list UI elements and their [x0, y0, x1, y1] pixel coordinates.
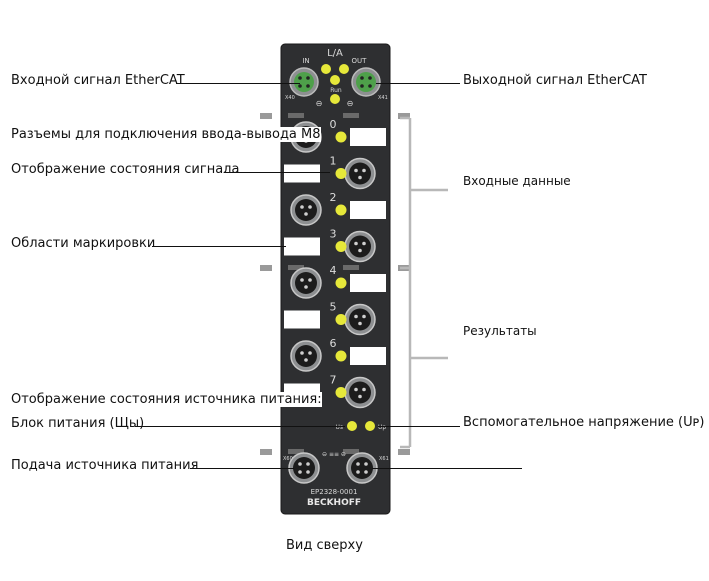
device-x40-label: X40 [285, 95, 295, 101]
device-in-label: IN [302, 57, 309, 65]
label-inputs: Входные данные [463, 174, 571, 188]
device-up-label: Up [378, 424, 386, 431]
label-ethercat-in: Входной сигнал EtherCAT [11, 73, 185, 88]
channel-number-5: 5 [330, 301, 337, 314]
status-led-0 [335, 131, 347, 143]
channel-number-6: 6 [330, 337, 337, 350]
led-us [347, 421, 357, 431]
status-led-1 [335, 168, 347, 179]
channel-row-1: 1 [284, 155, 376, 190]
power-in-connector [288, 452, 320, 484]
channel-number-1: 1 [330, 155, 337, 168]
device-brand: BECKHOFF [307, 498, 361, 508]
channel-number-7: 7 [330, 374, 337, 387]
caption: Вид сверху [286, 538, 363, 553]
led-run [330, 94, 340, 104]
marking-area-5 [284, 310, 320, 329]
label-aux-voltage: Вспомогательное напряжение (Uᴘ) [463, 415, 705, 430]
label-power-unit: Блок питания (Щы) [11, 416, 145, 431]
channel-row-2: 2 [290, 191, 386, 226]
led-la-out [339, 64, 349, 74]
status-led-2 [335, 204, 347, 216]
status-led-6 [335, 350, 347, 362]
marking-area-2 [350, 201, 386, 219]
channel-row-6: 6 [290, 337, 386, 372]
power-out-leader [372, 468, 522, 469]
ethercat-in-port [289, 67, 319, 97]
channel-row-4: 4 [290, 264, 386, 299]
marking-area-3 [284, 237, 320, 256]
inputs-bracket [400, 116, 448, 270]
channel-number-2: 2 [330, 191, 337, 204]
status-led-7 [335, 387, 347, 398]
channel-row-3: 3 [284, 228, 376, 263]
svg-text:⊖: ⊖ [316, 99, 323, 108]
marking-area-4 [350, 274, 386, 292]
channel-number-4: 4 [330, 264, 337, 277]
device-la-label: L/A [327, 48, 343, 59]
label-results: Результаты [463, 324, 537, 338]
marking-area-0 [350, 128, 386, 146]
device-out-label: OUT [352, 57, 368, 65]
device-us-label: Us [335, 424, 343, 431]
results-bracket [400, 268, 448, 449]
label-ethercat-out: Выходной сигнал EtherCAT [463, 73, 647, 88]
power-out-connector [346, 452, 378, 484]
label-m8-connectors: Разъемы для подключения ввода-вывода М8 [11, 127, 321, 142]
label-power-supply: Подача источника питания [11, 458, 199, 473]
status-led-3 [335, 241, 347, 252]
svg-text:⊖: ⊖ [347, 99, 354, 108]
led-up [365, 421, 375, 431]
channel-number-3: 3 [330, 228, 337, 241]
svg-text:⊖ ≡≡ ⊖: ⊖ ≡≡ ⊖ [322, 451, 346, 458]
led-la-mid [330, 75, 340, 85]
status-led-5 [335, 314, 347, 325]
device-x41-label: X41 [378, 95, 388, 101]
status-led-4 [335, 277, 347, 289]
channel-number-0: 0 [330, 118, 337, 131]
label-power-status: Отображение состояния источника питания: [11, 392, 322, 407]
marking-area-1 [284, 164, 320, 183]
channel-row-5: 5 [284, 301, 376, 336]
label-signal-status: Отображение состояния сигнала [11, 162, 240, 177]
device-model: EP2328-0001 [311, 488, 358, 496]
device-x61-label: X61 [379, 456, 389, 462]
led-la-in [321, 64, 331, 74]
label-marking-areas: Области маркировки [11, 236, 156, 251]
device-run-label: Run [330, 87, 342, 94]
device-x60-label: X60 [283, 456, 293, 462]
ethercat-out-port [351, 67, 381, 97]
marking-area-6 [350, 347, 386, 365]
